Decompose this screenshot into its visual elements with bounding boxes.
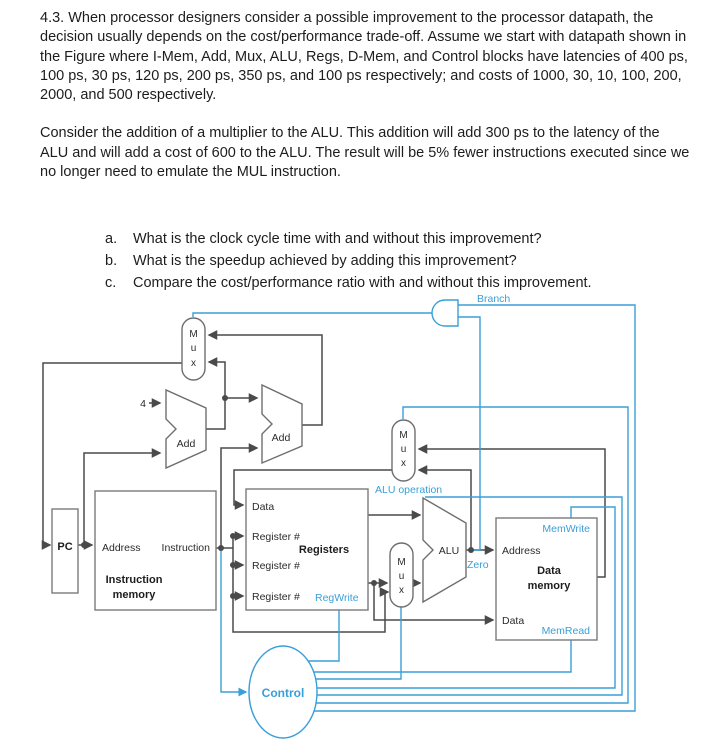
junction-dots xyxy=(81,395,474,599)
wire-gate-to-pcsrc-select xyxy=(192,312,433,317)
regwrite-label: RegWrite xyxy=(315,592,359,604)
wire-control-memread xyxy=(285,640,572,673)
wire-dmem-out-to-memtoreg-mux xyxy=(417,444,606,578)
wire-alu-zero-to-gate xyxy=(458,316,481,551)
alu-shape xyxy=(422,496,467,604)
control-label: Control xyxy=(262,686,305,700)
question-b: b. What is the speedup achieved by addin… xyxy=(105,250,690,272)
imem-title-line2: memory xyxy=(113,589,157,601)
memtoreg-mux xyxy=(391,419,416,482)
alusrc-mux-label: M u x xyxy=(397,557,405,596)
svg-text:x: x xyxy=(399,585,404,596)
pcsrc-mux xyxy=(181,317,206,381)
data-memory-block xyxy=(495,517,598,641)
question-c: c. Compare the cost/performance ratio wi… xyxy=(105,272,690,294)
svg-text:x: x xyxy=(401,458,406,469)
const4-label: 4 xyxy=(140,398,146,410)
add-pc4-adder xyxy=(165,388,207,470)
zero-label: Zero xyxy=(467,559,489,571)
wire-control-memwrite xyxy=(285,506,616,689)
question-a-text: What is the clock cycle time with and wi… xyxy=(133,231,542,248)
problem-text: 4.3. When processor designers consider a… xyxy=(0,0,720,294)
junction-writereg xyxy=(230,593,236,599)
dmem-title-line1: Data xyxy=(537,565,562,577)
question-c-label: c. xyxy=(105,275,117,292)
branch-label: Branch xyxy=(477,293,510,305)
datapath-figure: PC 4 Add Add M u x M u x M u x Branch Ad… xyxy=(41,293,636,739)
svg-text:M: M xyxy=(397,557,405,568)
junction-pc4 xyxy=(222,395,228,401)
wire-control-alusrc-select xyxy=(285,607,402,680)
junction-instruction-out xyxy=(218,545,224,551)
svg-text:u: u xyxy=(399,571,405,582)
alu-operation-label: ALU operation xyxy=(375,484,442,496)
junction-pc-out xyxy=(81,542,87,548)
junction-readreg1 xyxy=(230,533,236,539)
junction-readreg2 xyxy=(230,562,236,568)
wire-memtoreg-mux-to-reg-writedata xyxy=(233,469,392,510)
question-b-text: What is the speedup achieved by adding t… xyxy=(133,253,517,270)
memtoreg-mux-label: M u x xyxy=(399,430,407,469)
dmem-data-port: Data xyxy=(502,615,524,627)
svg-text:u: u xyxy=(401,444,407,455)
problem-paragraph-2: Consider the addition of a multiplier to… xyxy=(40,125,690,181)
wire-control-branch xyxy=(285,304,636,712)
reg-writereg-port: Register # xyxy=(252,591,300,603)
wire-control-alu-operation xyxy=(285,496,623,696)
wire-readdata2-to-dmem-data xyxy=(373,583,495,625)
control-unit xyxy=(248,645,318,739)
question-a-label: a. xyxy=(105,231,118,248)
wire-control-memtoreg-select xyxy=(285,406,629,704)
branch-and-gate xyxy=(431,299,459,327)
svg-text:M: M xyxy=(189,329,197,340)
datapath-wires xyxy=(41,330,606,633)
pc-label: PC xyxy=(57,541,72,553)
wire-instruction-register-bus xyxy=(232,536,390,633)
question-b-label: b. xyxy=(105,253,118,270)
question-list: a. What is the clock cycle time with and… xyxy=(105,228,690,294)
junction-readdata2 xyxy=(371,580,377,586)
pcsrc-mux-label: M u x xyxy=(189,329,197,369)
memread-label: MemRead xyxy=(542,625,591,637)
svg-text:x: x xyxy=(191,358,196,369)
reg-writedata-port: Data xyxy=(252,501,274,513)
wire-instruction-to-control xyxy=(220,548,248,697)
alusrc-mux xyxy=(389,542,414,608)
alu-label: ALU xyxy=(439,545,459,557)
registers-title: Registers xyxy=(299,544,349,556)
dmem-title-line2: memory xyxy=(528,580,572,592)
wire-pcsrc-mux-to-pc xyxy=(41,362,182,550)
wire-add1-to-pcsrc-mux xyxy=(206,357,226,430)
pc-register xyxy=(51,508,79,594)
problem-paragraph-1: 4.3. When processor designers consider a… xyxy=(40,10,688,104)
wire-pc-to-add1 xyxy=(83,448,162,545)
reg-readreg1-port: Register # xyxy=(252,531,300,543)
control-wires xyxy=(192,304,636,712)
add-branch-adder xyxy=(261,383,303,465)
memwrite-label: MemWrite xyxy=(542,523,590,535)
add2-label: Add xyxy=(272,432,291,444)
svg-text:M: M xyxy=(399,430,407,441)
question-c-text: Compare the cost/performance ratio with … xyxy=(133,275,592,292)
reg-readreg2-port: Register # xyxy=(252,560,300,572)
wire-add2-to-pcsrc-mux xyxy=(207,330,323,426)
junction-alu-result xyxy=(468,547,474,553)
imem-title-line1: Instruction xyxy=(106,574,163,586)
svg-text:u: u xyxy=(191,343,197,354)
dmem-address-port: Address xyxy=(502,545,541,557)
question-a: a. What is the clock cycle time with and… xyxy=(105,228,690,250)
registers-block xyxy=(245,488,369,611)
add1-label: Add xyxy=(177,438,196,450)
imem-address-port: Address xyxy=(102,542,141,554)
wire-alu-result-to-memtoreg-mux xyxy=(417,465,472,550)
instruction-memory-block xyxy=(94,490,217,611)
wire-instruction-to-add2 xyxy=(220,443,259,548)
imem-instruction-port: Instruction xyxy=(162,542,211,554)
